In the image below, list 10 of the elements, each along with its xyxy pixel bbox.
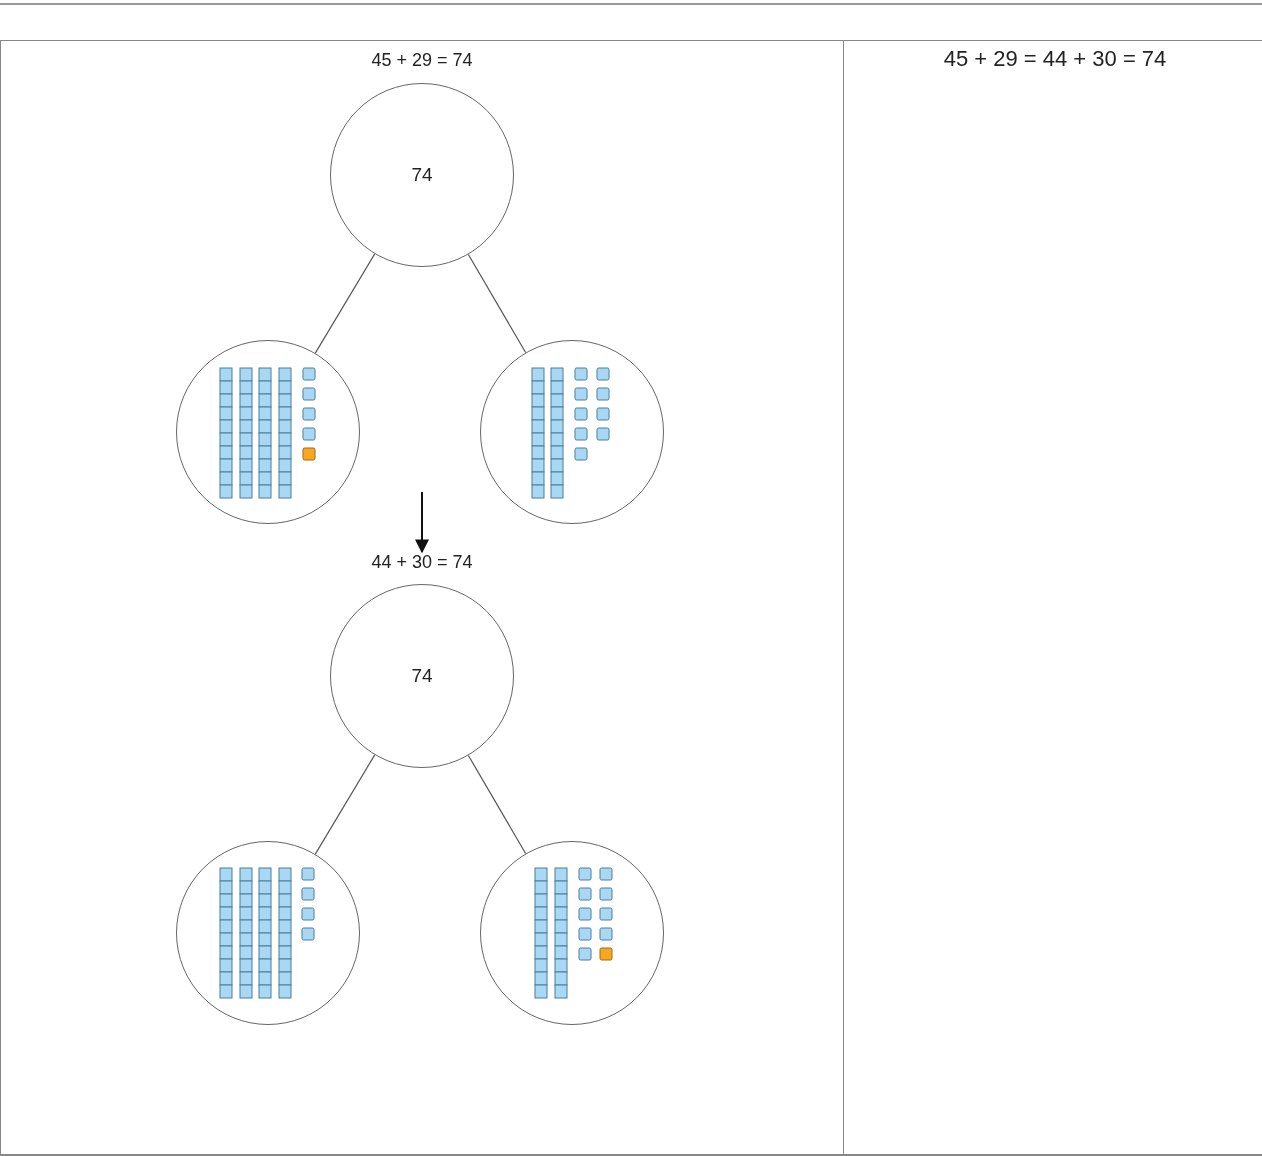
connector-line [314, 253, 376, 354]
connector-line [467, 253, 527, 354]
equation-text: 45 + 29 = 74 [371, 50, 473, 71]
equation-text: 45 + 29 = 44 + 30 = 74 [943, 46, 1167, 72]
whole-circle: 74 [330, 584, 514, 768]
whole-circle: 74 [330, 83, 514, 267]
connector-line [314, 754, 376, 855]
equation-text: 44 + 30 = 74 [371, 552, 473, 573]
connector-line [467, 754, 527, 855]
arrow [415, 491, 429, 554]
